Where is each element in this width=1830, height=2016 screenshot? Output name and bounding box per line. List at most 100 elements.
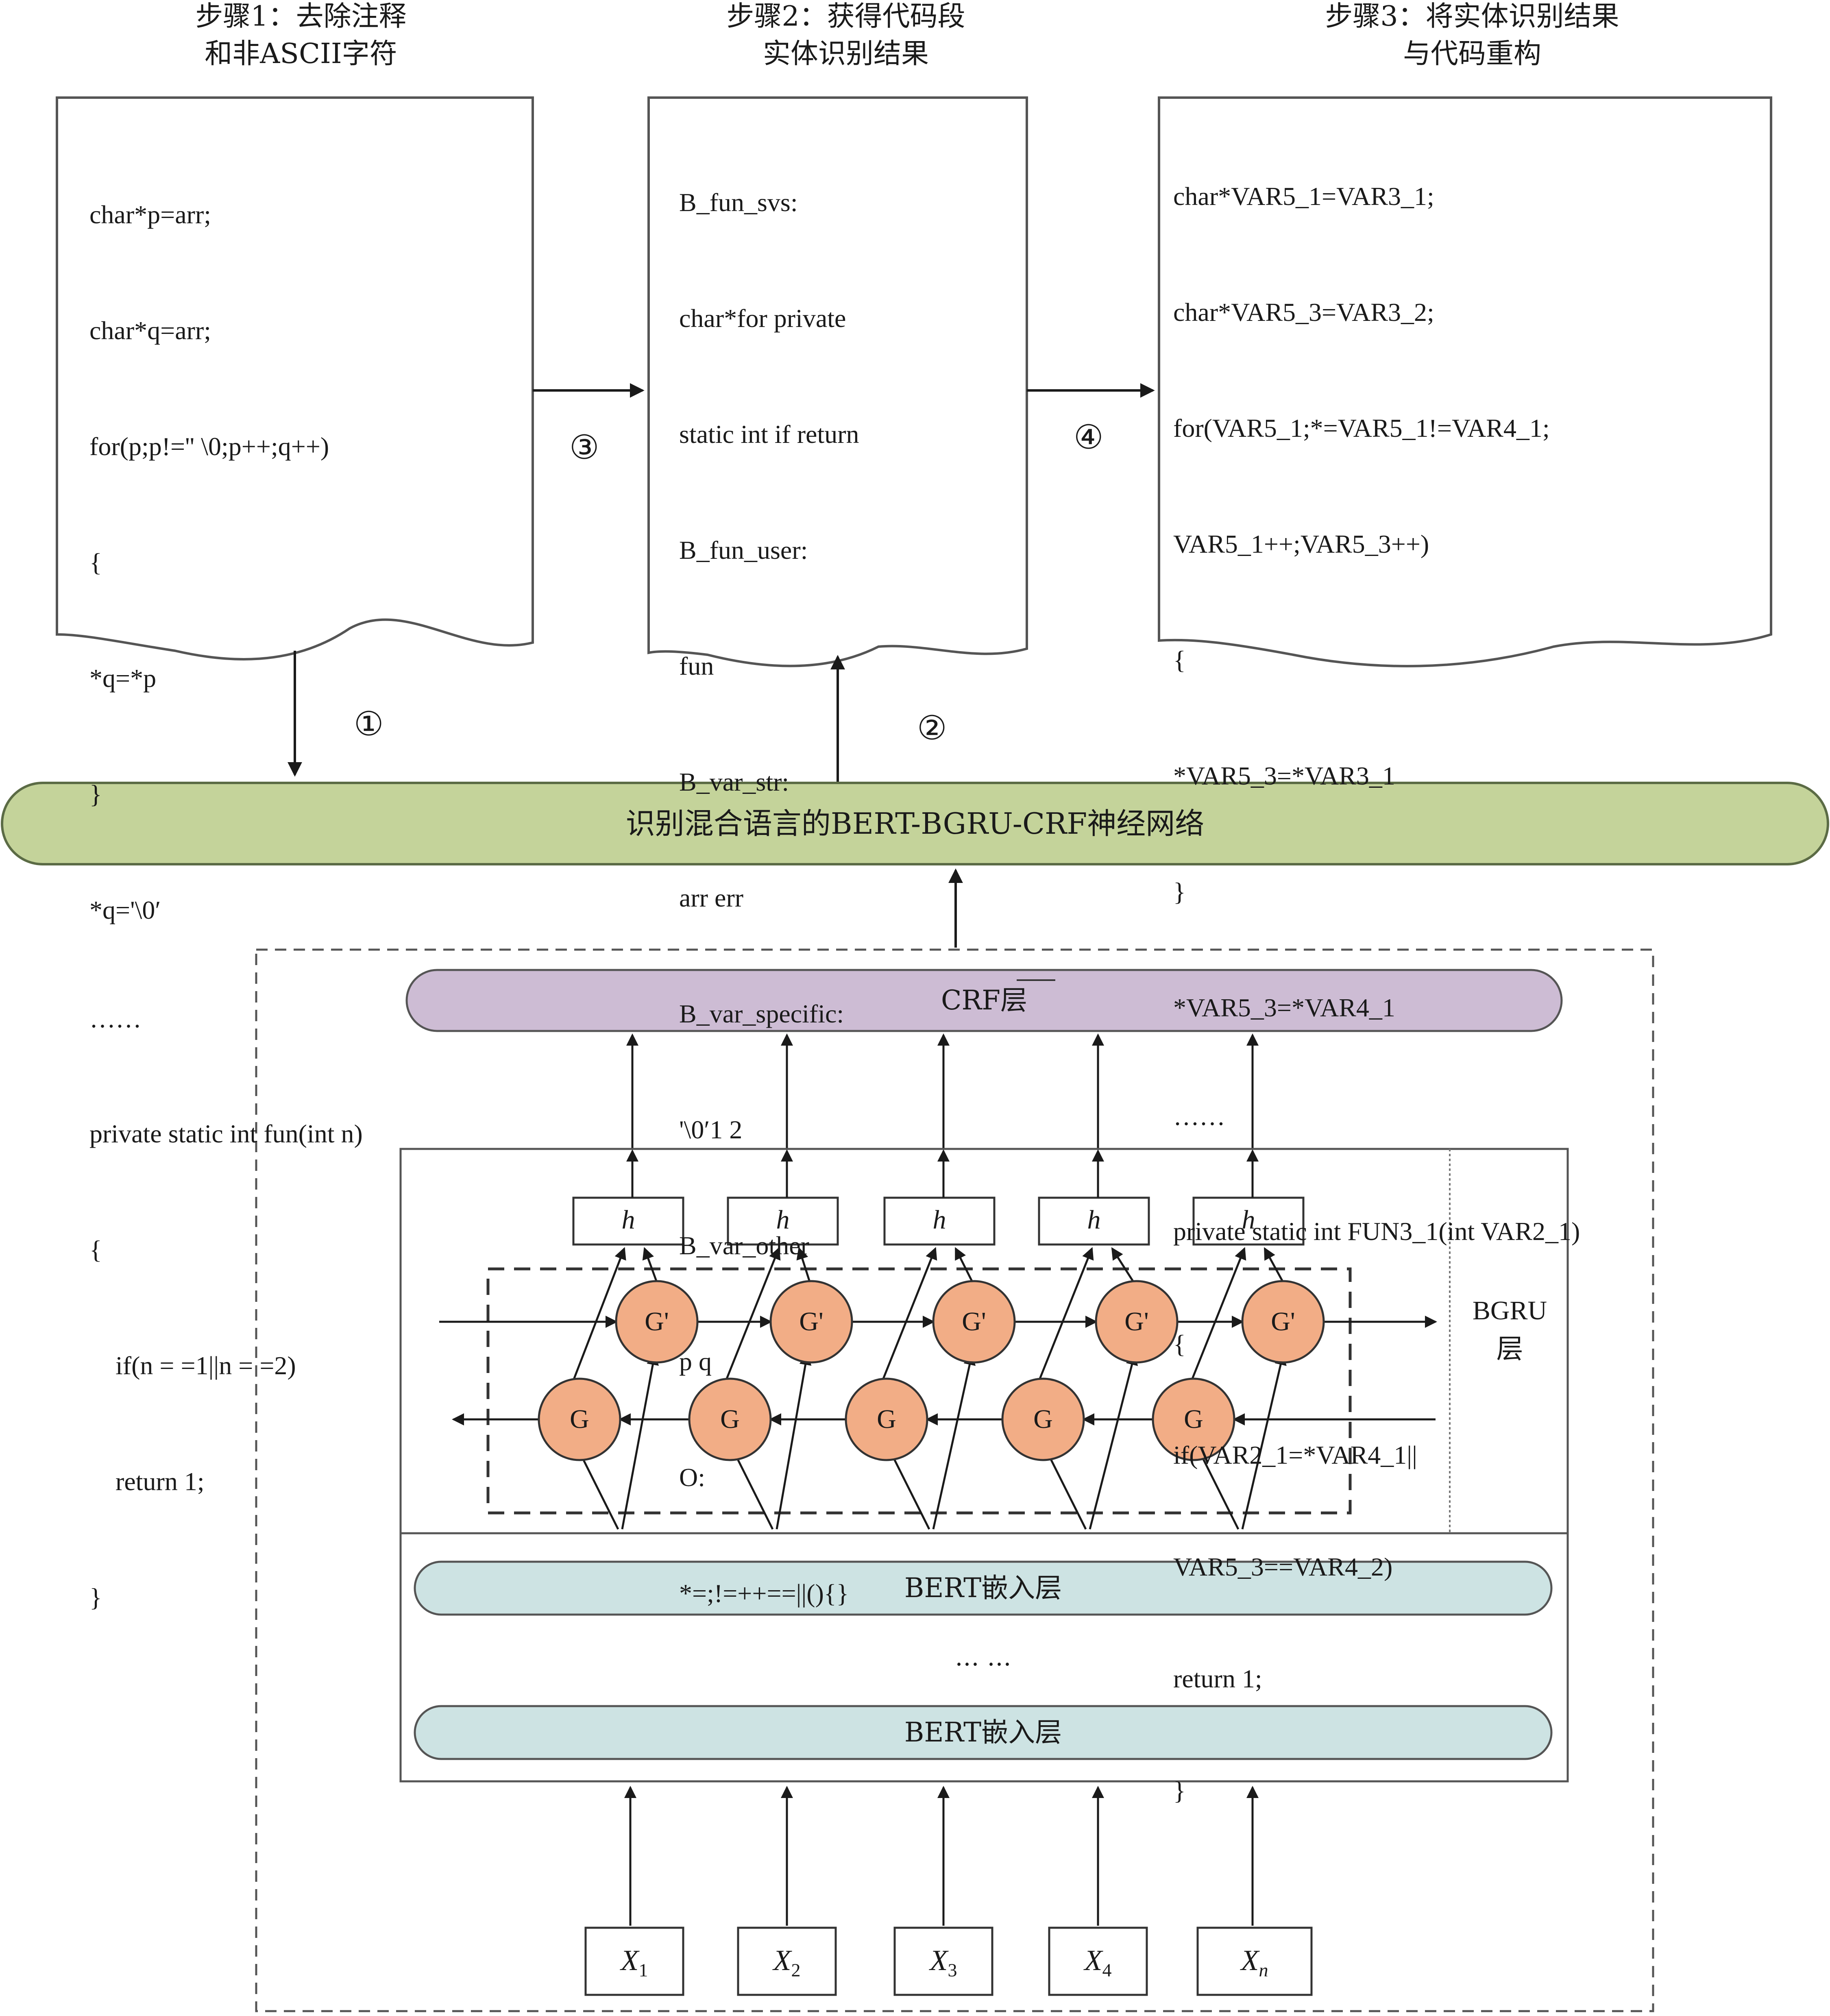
gru-forward-nodes — [615, 1280, 1325, 1364]
input-boxes — [584, 1927, 1313, 1996]
hidden-label: h — [776, 1205, 790, 1235]
code-line: } — [89, 780, 102, 809]
network-pill — [1, 782, 1829, 865]
code-line: private static int FUN3_1(int VAR2_1) — [1173, 1217, 1580, 1246]
step3-title-line1: 步骤3：将实体识别结果 — [1325, 0, 1619, 33]
input-label: X1 — [586, 1944, 683, 1986]
code-line: fun — [679, 652, 714, 680]
step2-code: B_fun_svs: char*for private static int i… — [679, 106, 859, 1651]
crf-pill — [405, 969, 1563, 1032]
code-line: VAR5_3==VAR4_2) — [1173, 1552, 1393, 1581]
code-line: { — [89, 1235, 102, 1264]
code-line: } — [1173, 877, 1186, 906]
hidden-label: h — [1242, 1205, 1255, 1235]
input-label-sub: 4 — [1102, 1959, 1112, 1981]
code-line: char*for private — [679, 304, 846, 333]
code-line: …… — [89, 1004, 142, 1033]
bert-ellipsis: … … — [954, 1643, 1012, 1672]
code-line: '\0′1 2 — [679, 1115, 743, 1144]
input-label: X3 — [895, 1944, 992, 1986]
input-label-sub: 3 — [948, 1959, 957, 1981]
code-line: char*VAR5_3=VAR3_2; — [1173, 298, 1434, 327]
code-line: B_var_specific: — [679, 999, 844, 1028]
bert-label-bottom: BERT嵌入层 — [904, 1717, 1062, 1748]
code-line: *VAR5_3=*VAR4_1 — [1173, 993, 1395, 1022]
step3-code: char*VAR5_1=VAR3_1; char*VAR5_3=VAR3_2; … — [1173, 100, 1580, 1846]
marker-2: ② — [917, 709, 947, 748]
code-line: *=;!=++==||(){} — [679, 1579, 849, 1608]
code-line: …… — [1173, 1102, 1225, 1131]
bert-pill-bottom — [414, 1705, 1553, 1760]
code-line: { — [1173, 1329, 1186, 1358]
bgru-label: BGRU 层 — [1452, 1291, 1568, 1369]
bert-label-top: BERT嵌入层 — [904, 1572, 1062, 1604]
hidden-label: h — [932, 1205, 946, 1235]
code-line: *VAR5_3=*VAR3_1 — [1173, 761, 1395, 790]
code-line: } — [89, 1583, 102, 1612]
code-line: for(VAR5_1;*=VAR5_1!=VAR4_1; — [1173, 414, 1550, 442]
input-label: Xn — [1206, 1944, 1303, 1986]
gru-backward-label: G — [570, 1404, 589, 1434]
input-label-sub: n — [1259, 1959, 1268, 1981]
gru-forward-label: G' — [1271, 1307, 1295, 1336]
doc-box-step1 — [56, 96, 534, 660]
code-line: arr err — [679, 883, 744, 912]
input-label-sub: 2 — [791, 1959, 801, 1981]
step2-title-line2: 实体识别结果 — [762, 38, 929, 70]
code-line: char*VAR5_1=VAR3_1; — [1173, 182, 1434, 211]
gru-dashed-box — [486, 1267, 1352, 1515]
network-label: 识别混合语言的BERT-BGRU-CRF神经网络 — [625, 806, 1205, 841]
code-line: *q=*p — [89, 664, 157, 693]
crf-label: CRF层 — [941, 985, 1027, 1016]
model-dashed-box — [255, 948, 1654, 2012]
marker-4: ④ — [1074, 418, 1104, 457]
code-line: return 1; — [89, 1467, 205, 1496]
bert-pill-top — [414, 1560, 1553, 1616]
input-label-base: X — [1084, 1944, 1102, 1977]
marker-1: ① — [354, 705, 384, 743]
gru-backward-label: G — [1033, 1404, 1053, 1434]
code-line: O: — [679, 1463, 705, 1492]
input-label-base: X — [1241, 1944, 1259, 1977]
gru-backward-label: G — [877, 1404, 896, 1434]
code-line: B_var_str: — [679, 767, 789, 796]
code-line: char*p=arr; — [89, 200, 211, 229]
code-line: for(p;p!='' \0;p++;q++) — [89, 432, 329, 461]
gru-backward-label: G — [720, 1404, 740, 1434]
doc-box-step2 — [647, 96, 1028, 667]
input-label: X2 — [738, 1944, 836, 1986]
code-line: if(VAR2_1=*VAR4_1|| — [1173, 1441, 1417, 1469]
gru-forward-label: G' — [962, 1307, 986, 1336]
code-line: p q — [679, 1347, 712, 1376]
code-line: B_fun_svs: — [679, 188, 798, 217]
gru-forward-label: G' — [1124, 1307, 1149, 1336]
code-line: private static int fun(int n) — [89, 1119, 363, 1148]
step3-title: 步骤3：将实体识别结果 与代码重构 — [1269, 0, 1675, 73]
gru-backward-label: G — [1184, 1404, 1203, 1434]
code-line: char*q=arr; — [89, 316, 211, 345]
input-label-base: X — [773, 1944, 791, 1977]
crf-input-arrows — [626, 1033, 1259, 1149]
code-line: } — [1173, 1776, 1186, 1805]
gru-forward-label: G' — [645, 1307, 669, 1336]
step1-title-line1: 步骤1：去除注释 — [195, 0, 407, 33]
step1-code: char*p=arr; char*q=arr; for(p;p!='' \0;p… — [89, 118, 363, 1655]
code-line: static int if return — [679, 420, 859, 449]
doc-box-step3 — [1158, 96, 1772, 667]
hidden-boxes — [572, 1197, 1305, 1246]
input-label-base: X — [930, 1944, 948, 1977]
gru-forward-label: G' — [799, 1307, 824, 1336]
gru-diagonals — [568, 1247, 1290, 1530]
bgru-label-line2: 层 — [1496, 1334, 1523, 1364]
hidden-up-arrows — [626, 1149, 1259, 1198]
marker-3: ③ — [569, 428, 599, 467]
step2-title-line1: 步骤2：获得代码段 — [726, 0, 965, 33]
input-arrows — [624, 1785, 1259, 1926]
input-label-sub: 1 — [638, 1959, 648, 1981]
code-line: { — [89, 548, 102, 577]
step3-title-line2: 与代码重构 — [1403, 38, 1541, 70]
code-line: B_fun_user: — [679, 536, 808, 564]
step1-title: 步骤1：去除注释 和非ASCII字符 — [138, 0, 464, 73]
encoder-box — [399, 1148, 1569, 1783]
